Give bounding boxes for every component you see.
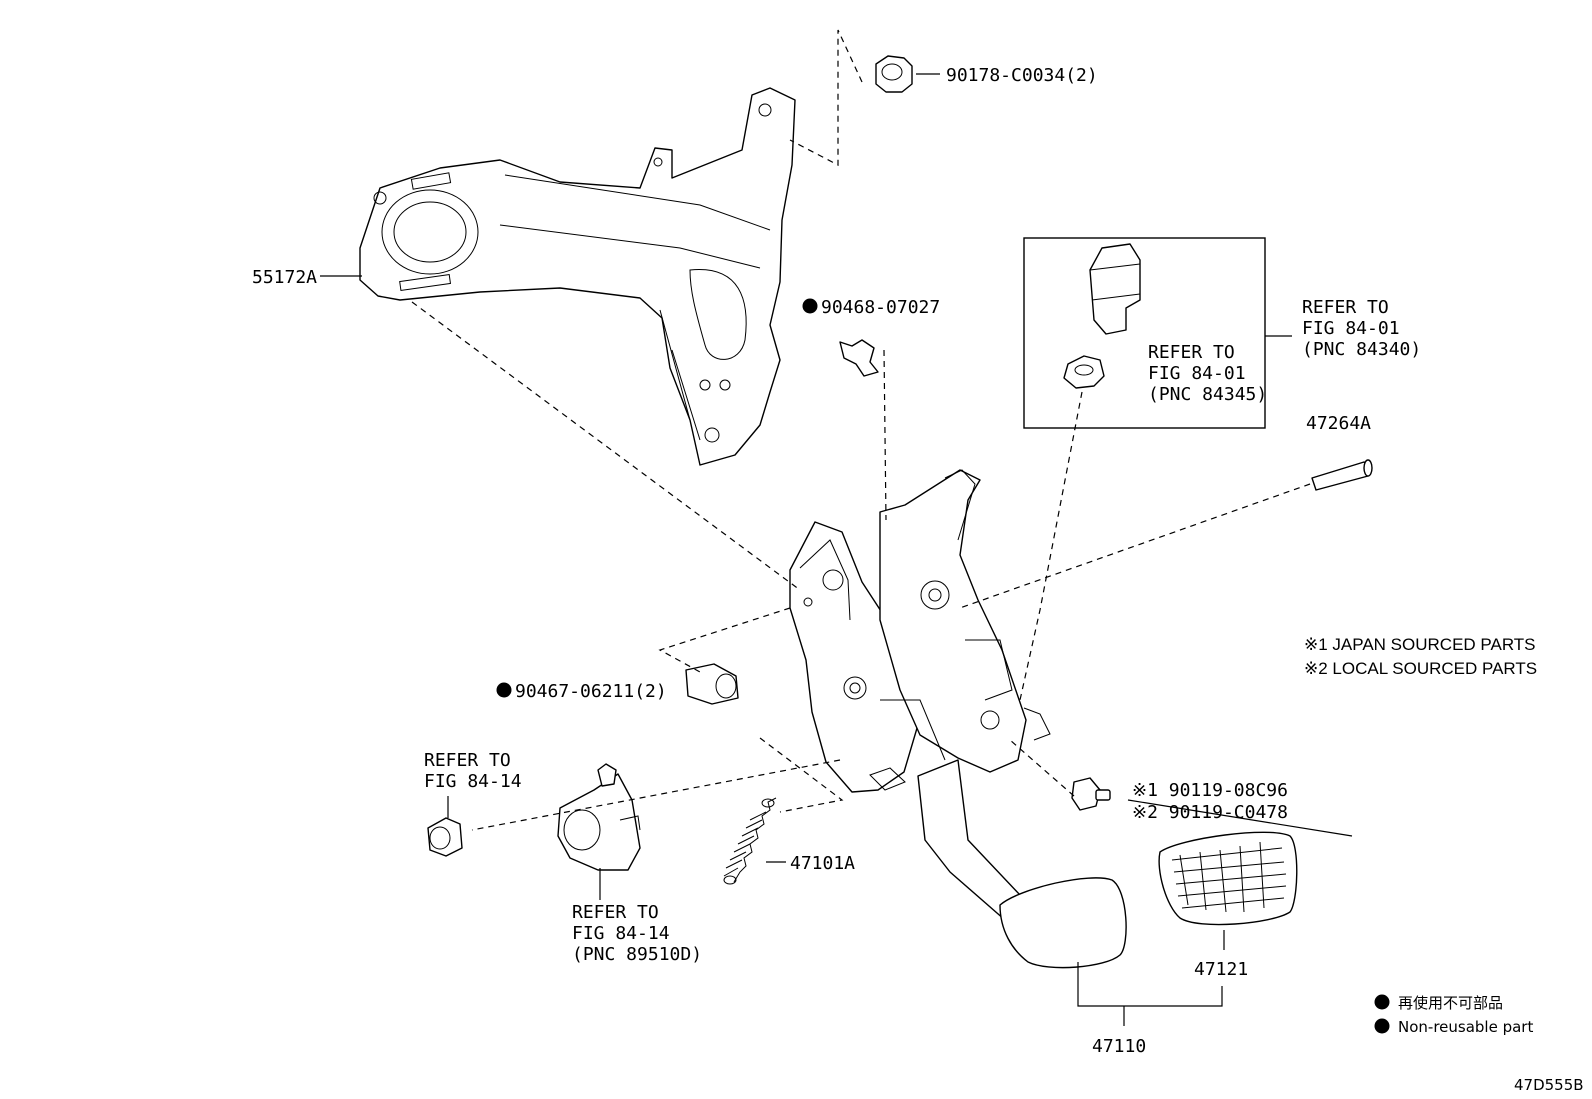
label-90178: 90178-C0034(2) xyxy=(946,65,1098,86)
refer-switch-line1: REFER TO xyxy=(1302,297,1389,318)
label-47121: 47121 xyxy=(1194,959,1248,980)
refer-switch-line3: (PNC 84340) xyxy=(1302,339,1421,360)
label-47101a: 47101A xyxy=(790,853,855,874)
refer-bushing-line1: REFER TO xyxy=(424,750,511,771)
stop-switch-drawing xyxy=(1063,243,1141,389)
refer-switch-line2: FIG 84-01 xyxy=(1302,318,1400,339)
assembly-lines xyxy=(411,29,1311,831)
clip-90467-drawing xyxy=(685,663,739,705)
spring-47101a-drawing xyxy=(723,797,777,885)
label-47264a: 47264A xyxy=(1306,413,1371,434)
refer-stopper-line1: REFER TO xyxy=(1148,342,1235,363)
refer-sensor-line3: (PNC 89510D) xyxy=(572,944,702,965)
leader-lines xyxy=(320,73,1353,1026)
note-japan-sourced: ※1 JAPAN SOURCED PARTS xyxy=(1304,635,1536,654)
pin-47264a-drawing xyxy=(1311,459,1373,491)
label-bolt-japan: ※1 90119-08C96 xyxy=(1132,780,1288,801)
refer-stopper-line3: (PNC 84345) xyxy=(1148,384,1267,405)
refer-stopper-line2: FIG 84-01 xyxy=(1148,363,1246,384)
note-local-sourced: ※2 LOCAL SOURCED PARTS xyxy=(1304,659,1537,678)
figure-code: 47D555B xyxy=(1514,1076,1584,1094)
legend-marker-en xyxy=(1374,1018,1390,1034)
pedal-assembly-drawing xyxy=(789,469,1127,969)
nonreusable-marker-90468 xyxy=(802,298,818,314)
label-47110: 47110 xyxy=(1092,1036,1146,1057)
switch-reference-box xyxy=(1023,237,1266,429)
pad-47121-drawing xyxy=(1158,831,1298,926)
legend-text-en: Non-reusable part xyxy=(1398,1018,1533,1036)
legend-text-jp: 再使用不可部品 xyxy=(1398,994,1503,1012)
label-90468: 90468-07027 xyxy=(821,297,940,318)
legend-marker-jp xyxy=(1374,994,1390,1010)
bracket-55172a-drawing xyxy=(359,87,796,466)
label-90467: 90467-06211(2) xyxy=(515,681,667,702)
sensor-drawing xyxy=(557,763,641,871)
clip-90468-drawing xyxy=(839,339,879,377)
label-bolt-local: ※2 90119-C0478 xyxy=(1132,802,1288,823)
bushing-drawing xyxy=(427,817,463,857)
refer-sensor-line1: REFER TO xyxy=(572,902,659,923)
refer-bushing-line2: FIG 84-14 xyxy=(424,771,522,792)
bolt-90119-drawing xyxy=(1071,777,1111,811)
refer-sensor-line2: FIG 84-14 xyxy=(572,923,670,944)
nonreusable-marker-90467 xyxy=(496,682,512,698)
nut-90178-drawing xyxy=(875,55,913,93)
label-55172a: 55172A xyxy=(252,267,317,288)
